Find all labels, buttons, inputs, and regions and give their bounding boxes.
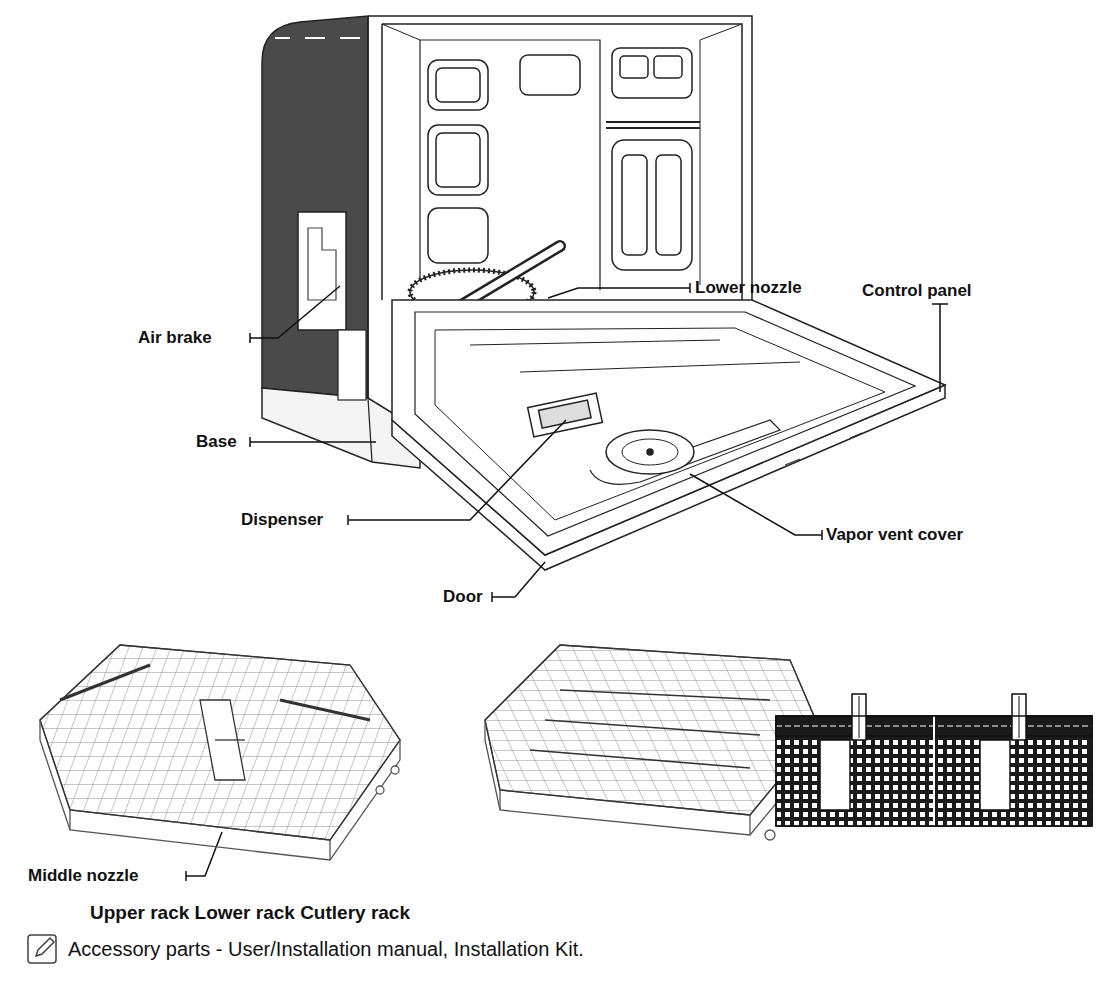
- upper-rack: [40, 645, 400, 860]
- part-label: Middle nozzle: [28, 866, 139, 886]
- part-label: Control panel: [862, 281, 972, 301]
- part-label: Lower nozzle: [695, 278, 802, 298]
- note-text: Accessory parts - User/Installation manu…: [68, 938, 584, 961]
- note-icon: [28, 935, 56, 963]
- part-label: Air brake: [138, 328, 212, 348]
- lower-rack: [485, 645, 825, 840]
- part-label: Base: [196, 432, 237, 452]
- part-label: Vapor vent cover: [826, 525, 963, 545]
- part-label: Door: [443, 587, 483, 607]
- part-label: Dispenser: [241, 510, 323, 530]
- rack-caption: Upper rack Lower rack Cutlery rack: [90, 902, 410, 924]
- cutlery-rack: [776, 694, 1092, 826]
